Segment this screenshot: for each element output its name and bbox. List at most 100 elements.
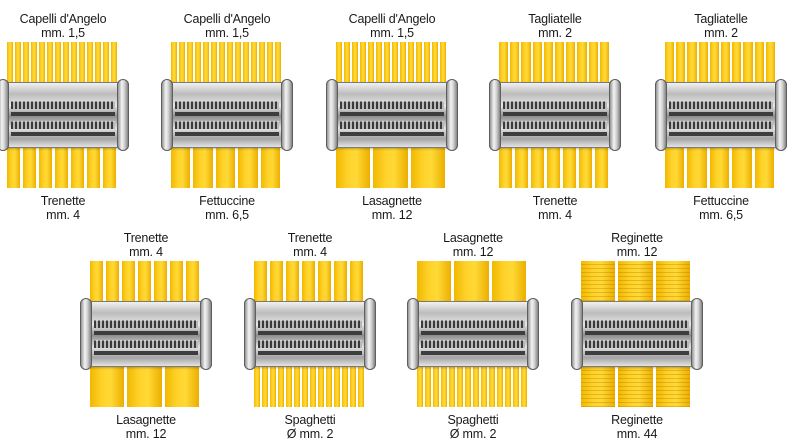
pasta-strip [219, 42, 225, 86]
pasta-strip [275, 42, 281, 86]
lower-roller [94, 340, 198, 348]
pasta-strip [171, 42, 177, 86]
pasta-strip [687, 42, 697, 86]
upper-slot [340, 112, 444, 116]
pasta-strip [449, 363, 455, 407]
pasta-strip [481, 363, 487, 407]
pasta-strip [243, 42, 249, 86]
upper-slot [503, 112, 607, 116]
upper-roller [503, 101, 607, 109]
pasta-strip [424, 42, 430, 86]
cutter-unit [655, 42, 787, 188]
pasta-strip [111, 42, 117, 86]
pasta-strip [79, 42, 85, 86]
lower-roller [340, 121, 444, 129]
pasta-strip [754, 42, 764, 86]
pasta-strip [55, 144, 68, 188]
pasta-strip [532, 42, 542, 86]
bottom-pasta-strips [581, 363, 693, 407]
pasta-strip [491, 261, 526, 305]
pasta-strip [505, 363, 511, 407]
bottom-pasta-strips [336, 144, 448, 188]
top-pasta-strips [254, 261, 366, 305]
pasta-strip [384, 42, 390, 86]
upper-slot [258, 331, 362, 335]
pasta-strip [310, 363, 316, 407]
pasta-strip [164, 363, 199, 407]
pasta-strip [302, 363, 308, 407]
pasta-strip [417, 363, 423, 407]
pasta-strip [655, 363, 690, 407]
top-pasta-strips [336, 42, 448, 86]
lower-slot [94, 351, 198, 355]
lower-slot [340, 132, 444, 136]
pasta-strip [31, 42, 37, 86]
pasta-strip [709, 42, 719, 86]
cutter-unit [407, 261, 539, 407]
pasta-strip [599, 42, 609, 86]
pasta-strip [521, 42, 531, 86]
lower-roller [585, 340, 689, 348]
lower-slot [585, 351, 689, 355]
upper-slot [94, 331, 198, 335]
pasta-strip [186, 261, 199, 305]
upper-roller [94, 320, 198, 328]
pasta-strip [334, 261, 347, 305]
pasta-strip [618, 261, 653, 305]
pasta-strip [90, 261, 103, 305]
pasta-strip [665, 144, 685, 188]
pasta-strip [368, 42, 374, 86]
pasta-strip [15, 42, 21, 86]
top-pasta-strips [7, 42, 119, 86]
pasta-strip [732, 144, 752, 188]
steel-cutter-body [407, 298, 539, 370]
pasta-strip [709, 144, 730, 188]
top-pasta-strips [665, 42, 777, 86]
upper-roller [175, 101, 279, 109]
pasta-strip [336, 42, 342, 86]
upper-slot [11, 112, 115, 116]
right-flange [609, 79, 621, 151]
pasta-strip [743, 42, 753, 86]
pasta-strip [721, 42, 731, 86]
pasta-strip [270, 363, 276, 407]
pasta-strip [410, 144, 445, 188]
pasta-strip [23, 144, 36, 188]
cutter-unit [244, 261, 376, 407]
pasta-strip [425, 363, 431, 407]
pasta-strip [262, 363, 268, 407]
upper-roller [340, 101, 444, 109]
pasta-strip [302, 261, 315, 305]
right-flange [527, 298, 539, 370]
pasta-strip [440, 42, 446, 86]
pasta-strip [547, 144, 560, 188]
pasta-strip [254, 363, 260, 407]
cutter-unit [80, 261, 212, 407]
pasta-strip [698, 42, 708, 86]
pasta-strip [732, 42, 742, 86]
pasta-strip [260, 144, 280, 188]
steel-cutter-body [571, 298, 703, 370]
pasta-strip [400, 42, 406, 86]
top-pasta-strips [499, 42, 611, 86]
upper-roller [585, 320, 689, 328]
pasta-strip [473, 363, 479, 407]
pasta-strip [665, 42, 675, 86]
pasta-strip [417, 261, 452, 305]
pasta-strip [342, 363, 348, 407]
right-flange [200, 298, 212, 370]
pasta-strip [513, 363, 519, 407]
pasta-strip [7, 144, 20, 188]
pasta-strip [344, 42, 350, 86]
